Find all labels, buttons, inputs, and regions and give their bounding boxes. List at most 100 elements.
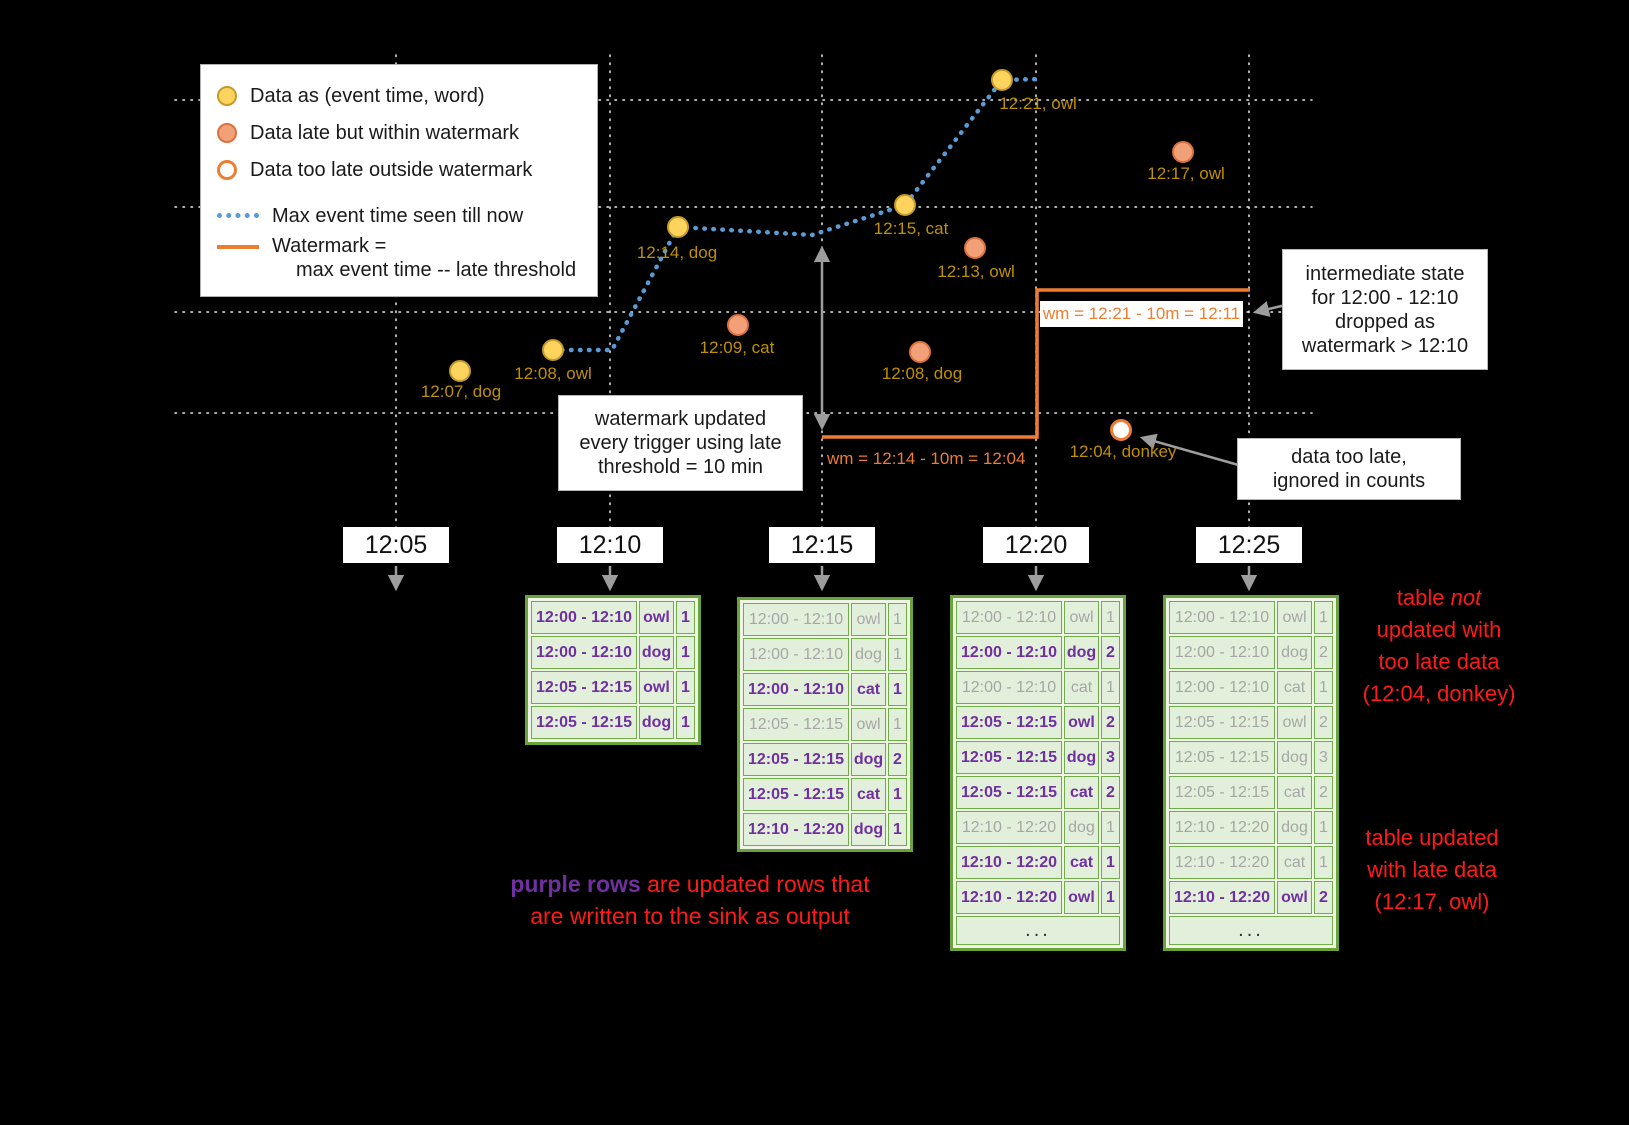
max-event-time-line-icon — [217, 213, 259, 218]
table-cell-word: dog — [1064, 741, 1099, 774]
table-cell-count: 1 — [1101, 601, 1120, 634]
watermark-line-icon — [217, 245, 259, 249]
table-cell-window: 12:05 - 12:15 — [956, 741, 1062, 774]
table-cell-word: dog — [639, 636, 674, 669]
table-cell-count: 1 — [676, 601, 695, 634]
table-cell-word: dog — [851, 813, 886, 846]
table-cell-window: 12:00 - 12:10 — [1169, 671, 1275, 704]
data-point-label: 12:21, owl — [999, 94, 1077, 113]
watermark-formula-2: wm = 12:21 - 10m = 12:11 — [1040, 301, 1243, 327]
late-point-icon — [217, 122, 237, 143]
table-cell-count: 1 — [1101, 881, 1120, 914]
table-cell-window: 12:00 - 12:10 — [1169, 601, 1275, 634]
table-cell-window: 12:00 - 12:10 — [743, 673, 849, 706]
table-cell-window: 12:10 - 12:20 — [1169, 881, 1275, 914]
table-cell-word: cat — [1277, 846, 1312, 879]
table-cell-count: 1 — [888, 638, 907, 671]
processing-time-label-12-25: 12:25 — [1196, 527, 1302, 563]
table-cell-window: 12:10 - 12:20 — [956, 846, 1062, 879]
table-cell-window: 12:10 - 12:20 — [1169, 846, 1275, 879]
note-updated-late: table updated with late data (12:17, owl… — [1365, 825, 1499, 914]
note-not-updated-rest: updated with too late data (12:04, donke… — [1362, 617, 1516, 706]
table-cell-window: 12:10 - 12:20 — [956, 881, 1062, 914]
table-cell-word: dog — [1277, 636, 1312, 669]
legend-item-too-late: Data too late outside watermark — [217, 151, 581, 188]
callout-too-late: data too late, ignored in counts — [1237, 438, 1461, 500]
watermark-line — [822, 288, 1250, 439]
table-cell-word: owl — [851, 708, 886, 741]
data-point-12-21-owl — [991, 69, 1013, 91]
table-cell-window: 12:05 - 12:15 — [531, 706, 637, 739]
table-cell-count: 2 — [888, 743, 907, 776]
table-cell-word: owl — [1277, 881, 1312, 914]
table-cell-window: 12:05 - 12:15 — [1169, 776, 1275, 809]
table-cell-count: 2 — [1314, 776, 1333, 809]
table-cell-count: 1 — [676, 706, 695, 739]
legend-label: Max event time seen till now — [272, 204, 524, 227]
table-cell-count: 1 — [888, 813, 907, 846]
data-point-12-13-owl — [964, 237, 986, 259]
table-cell-word: dog — [851, 638, 886, 671]
note-not-updated-italic: not — [1450, 585, 1482, 610]
legend-label: max event time -- late threshold — [296, 259, 577, 281]
processing-time-label-12-10: 12:10 — [557, 527, 663, 563]
table-cell-count: 2 — [1314, 706, 1333, 739]
data-point-12-08-dog — [909, 341, 931, 363]
data-point-12-04-donkey — [1110, 419, 1132, 441]
table-cell-word: dog — [1277, 741, 1312, 774]
table-cell-count: 1 — [1101, 811, 1120, 844]
data-point-label: 12:07, dog — [420, 382, 502, 401]
table-cell-window: 12:00 - 12:10 — [956, 671, 1062, 704]
legend-item-watermark: Watermark = max event time -- late thres… — [217, 234, 581, 282]
table-cell-count: 1 — [1101, 671, 1120, 704]
table-cell-window: 12:00 - 12:10 — [743, 603, 849, 636]
table-cell-count: 2 — [1314, 636, 1333, 669]
data-point-label: 12:08, dog — [881, 364, 963, 383]
table-cell-word: owl — [639, 601, 674, 634]
too-late-point-icon — [217, 159, 237, 180]
table-cell-window: 12:10 - 12:20 — [956, 811, 1062, 844]
data-point-12-14-dog — [667, 216, 689, 238]
data-point-label: 12:08, owl — [514, 364, 592, 383]
table-cell-window: 12:05 - 12:15 — [743, 743, 849, 776]
table-cell-word: dog — [639, 706, 674, 739]
table-cell-count: 3 — [1314, 741, 1333, 774]
table-cell-count: 1 — [1314, 671, 1333, 704]
table-cell-count: 2 — [1101, 636, 1120, 669]
table-cell-count: 1 — [676, 636, 695, 669]
data-point-label: 12:13, owl — [937, 262, 1015, 281]
watermark-formula-1: wm = 12:14 - 10m = 12:04 — [827, 449, 1026, 468]
data-point-label: 12:17, owl — [1147, 164, 1225, 183]
table-cell-window: 12:00 - 12:10 — [1169, 636, 1275, 669]
table-cell-word: owl — [1277, 706, 1312, 739]
table-cell-count: 2 — [1101, 776, 1120, 809]
table-cell-count: 2 — [1314, 881, 1333, 914]
table-cell-word: cat — [851, 673, 886, 706]
legend-label: Data late but within watermark — [250, 121, 520, 144]
legend-item-late: Data late but within watermark — [217, 114, 581, 151]
table-cell-window: 12:05 - 12:15 — [743, 708, 849, 741]
table-cell-word: cat — [1064, 776, 1099, 809]
note-not-updated-prefix: table — [1396, 585, 1451, 610]
data-point-label: 12:14, dog — [636, 243, 718, 262]
gray-arrows — [387, 245, 1291, 592]
